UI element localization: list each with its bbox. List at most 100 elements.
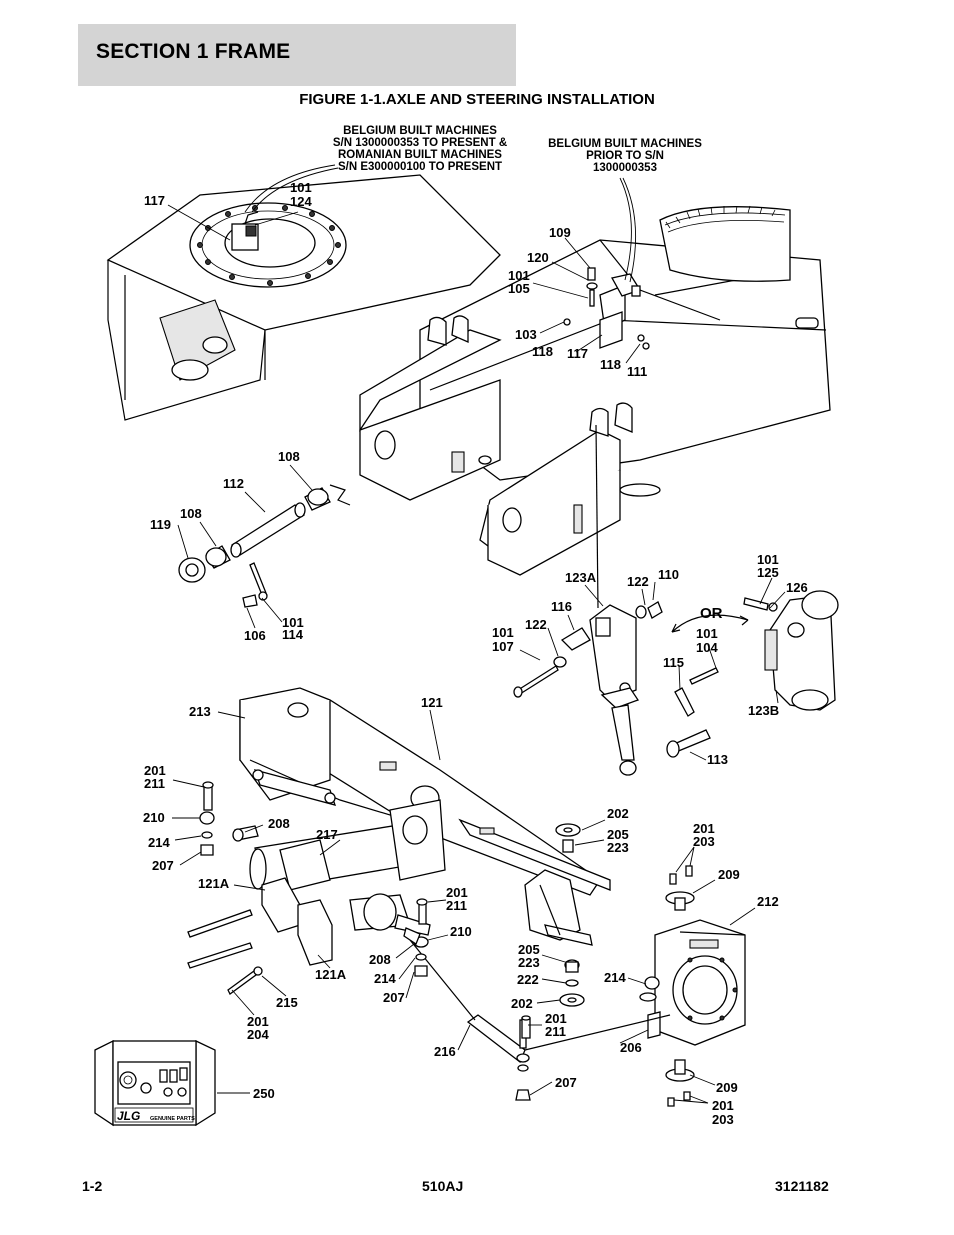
- callout: 202: [607, 806, 629, 821]
- callout: 117: [144, 193, 165, 208]
- steering-knuckle: [639, 891, 746, 1082]
- callout: 116: [551, 599, 572, 614]
- note-belgium-old: BELGIUM BUILT MACHINES PRIOR TO S/N 1300…: [548, 138, 702, 174]
- switch-bracket-assembly: [563, 267, 650, 350]
- callout: 108: [180, 506, 202, 521]
- section-title: SECTION 1 FRAME: [96, 40, 291, 63]
- callout-labels: 117 101 124 109 120 101 105 103 118 117 …: [143, 180, 808, 1127]
- footer-model: 510AJ: [422, 1178, 464, 1194]
- callout: 126: [786, 580, 808, 595]
- callout: 118: [532, 344, 553, 359]
- footer-page-number: 1-2: [82, 1178, 103, 1194]
- callout: 115: [663, 655, 684, 670]
- kit-brand-logo: JLG: [117, 1109, 140, 1123]
- callout: 124: [290, 194, 312, 209]
- callout: 201: [712, 1098, 734, 1113]
- callout: 205: [607, 827, 629, 842]
- callout: 120: [527, 250, 549, 265]
- callout: 201: [693, 821, 715, 836]
- callout: 202: [511, 996, 533, 1011]
- note-line: PRIOR TO S/N: [586, 150, 664, 162]
- callout: 117: [567, 346, 588, 361]
- callout: 101: [696, 626, 718, 641]
- callout: 210: [143, 810, 165, 825]
- note-line: S/N E300000100 TO PRESENT: [338, 161, 502, 173]
- callout: 217: [316, 827, 338, 842]
- callout: 112: [223, 476, 244, 491]
- callout: 123A: [565, 570, 597, 585]
- callout: 123B: [748, 703, 779, 718]
- callout: 214: [604, 970, 626, 985]
- callout: 119: [150, 517, 171, 532]
- callout: 125: [757, 565, 779, 580]
- axle-pin-assembly: [178, 487, 331, 608]
- callout: 207: [383, 990, 405, 1005]
- or-indicator: [671, 614, 749, 633]
- frame-assembly: [106, 174, 831, 576]
- callout: 101: [492, 625, 514, 640]
- callout: 213: [189, 704, 211, 719]
- callout: 203: [712, 1112, 734, 1127]
- callout: 211: [446, 898, 467, 913]
- callout: 122: [525, 617, 547, 632]
- parts-kit-box: JLG GENUINE PARTS: [94, 1039, 216, 1127]
- callout: 110: [658, 567, 679, 582]
- tie-rod: [409, 939, 671, 1101]
- note-line: BELGIUM BUILT MACHINES: [548, 138, 702, 150]
- callout: 206: [620, 1040, 642, 1055]
- steering-cylinder: [249, 799, 446, 936]
- kit-genuine-parts-label: GENUINE PARTS: [150, 1116, 195, 1122]
- callout: 222: [517, 972, 539, 987]
- callout: 121A: [198, 876, 230, 891]
- callout: 204: [247, 1027, 269, 1042]
- callout: 210: [450, 924, 472, 939]
- cylinder-clamps: [261, 877, 333, 966]
- callout: 105: [508, 281, 530, 296]
- callout: 207: [152, 858, 174, 873]
- callout: 205: [518, 942, 540, 957]
- slew-gear-teeth: [665, 205, 776, 229]
- callout: 108: [278, 449, 300, 464]
- callout: 201: [446, 885, 468, 900]
- center-hardware: [521, 823, 693, 1107]
- callout: 201: [247, 1014, 269, 1029]
- note-line: S/N 1300000353 TO PRESENT &: [333, 137, 507, 149]
- callout: 122: [627, 574, 649, 589]
- callout: 114: [282, 627, 304, 642]
- note-belgium-new: BELGIUM BUILT MACHINES S/N 1300000353 TO…: [333, 125, 507, 173]
- callout: 101: [282, 615, 304, 630]
- callout: 208: [369, 952, 391, 967]
- callout: 118: [600, 357, 621, 372]
- callout: 211: [144, 776, 165, 791]
- footer-doc-number: 3121182: [775, 1178, 829, 1194]
- callout: 106: [244, 628, 266, 643]
- callout: 207: [555, 1075, 577, 1090]
- callout: 109: [549, 225, 571, 240]
- callout: 211: [545, 1024, 566, 1039]
- callout: 101: [757, 552, 779, 567]
- callout: 121: [421, 695, 443, 710]
- or-label: OR: [700, 605, 723, 622]
- callout: 104: [696, 640, 718, 655]
- note-line: BELGIUM BUILT MACHINES: [343, 125, 497, 137]
- note-line: ROMANIAN BUILT MACHINES: [338, 149, 502, 161]
- callout: 203: [693, 834, 715, 849]
- callout: 212: [757, 894, 779, 909]
- callout: 107: [492, 639, 514, 654]
- callout: 121A: [315, 967, 347, 982]
- callout: 113: [707, 752, 728, 767]
- lockout-cylinder-123b: [743, 590, 839, 711]
- callout: 111: [627, 364, 647, 379]
- cylinder-pins: [513, 601, 719, 758]
- figure-title: FIGURE 1-1.AXLE AND STEERING INSTALLATIO…: [299, 91, 655, 108]
- callout: 215: [276, 995, 298, 1010]
- callout: 208: [268, 816, 290, 831]
- callout: 101: [508, 268, 530, 283]
- lockout-cylinder-123a: [589, 424, 639, 776]
- callout: 103: [515, 327, 537, 342]
- callout: 223: [607, 840, 629, 855]
- callout: 201: [144, 763, 166, 778]
- callout: 209: [718, 867, 740, 882]
- section-header-band: [78, 24, 516, 86]
